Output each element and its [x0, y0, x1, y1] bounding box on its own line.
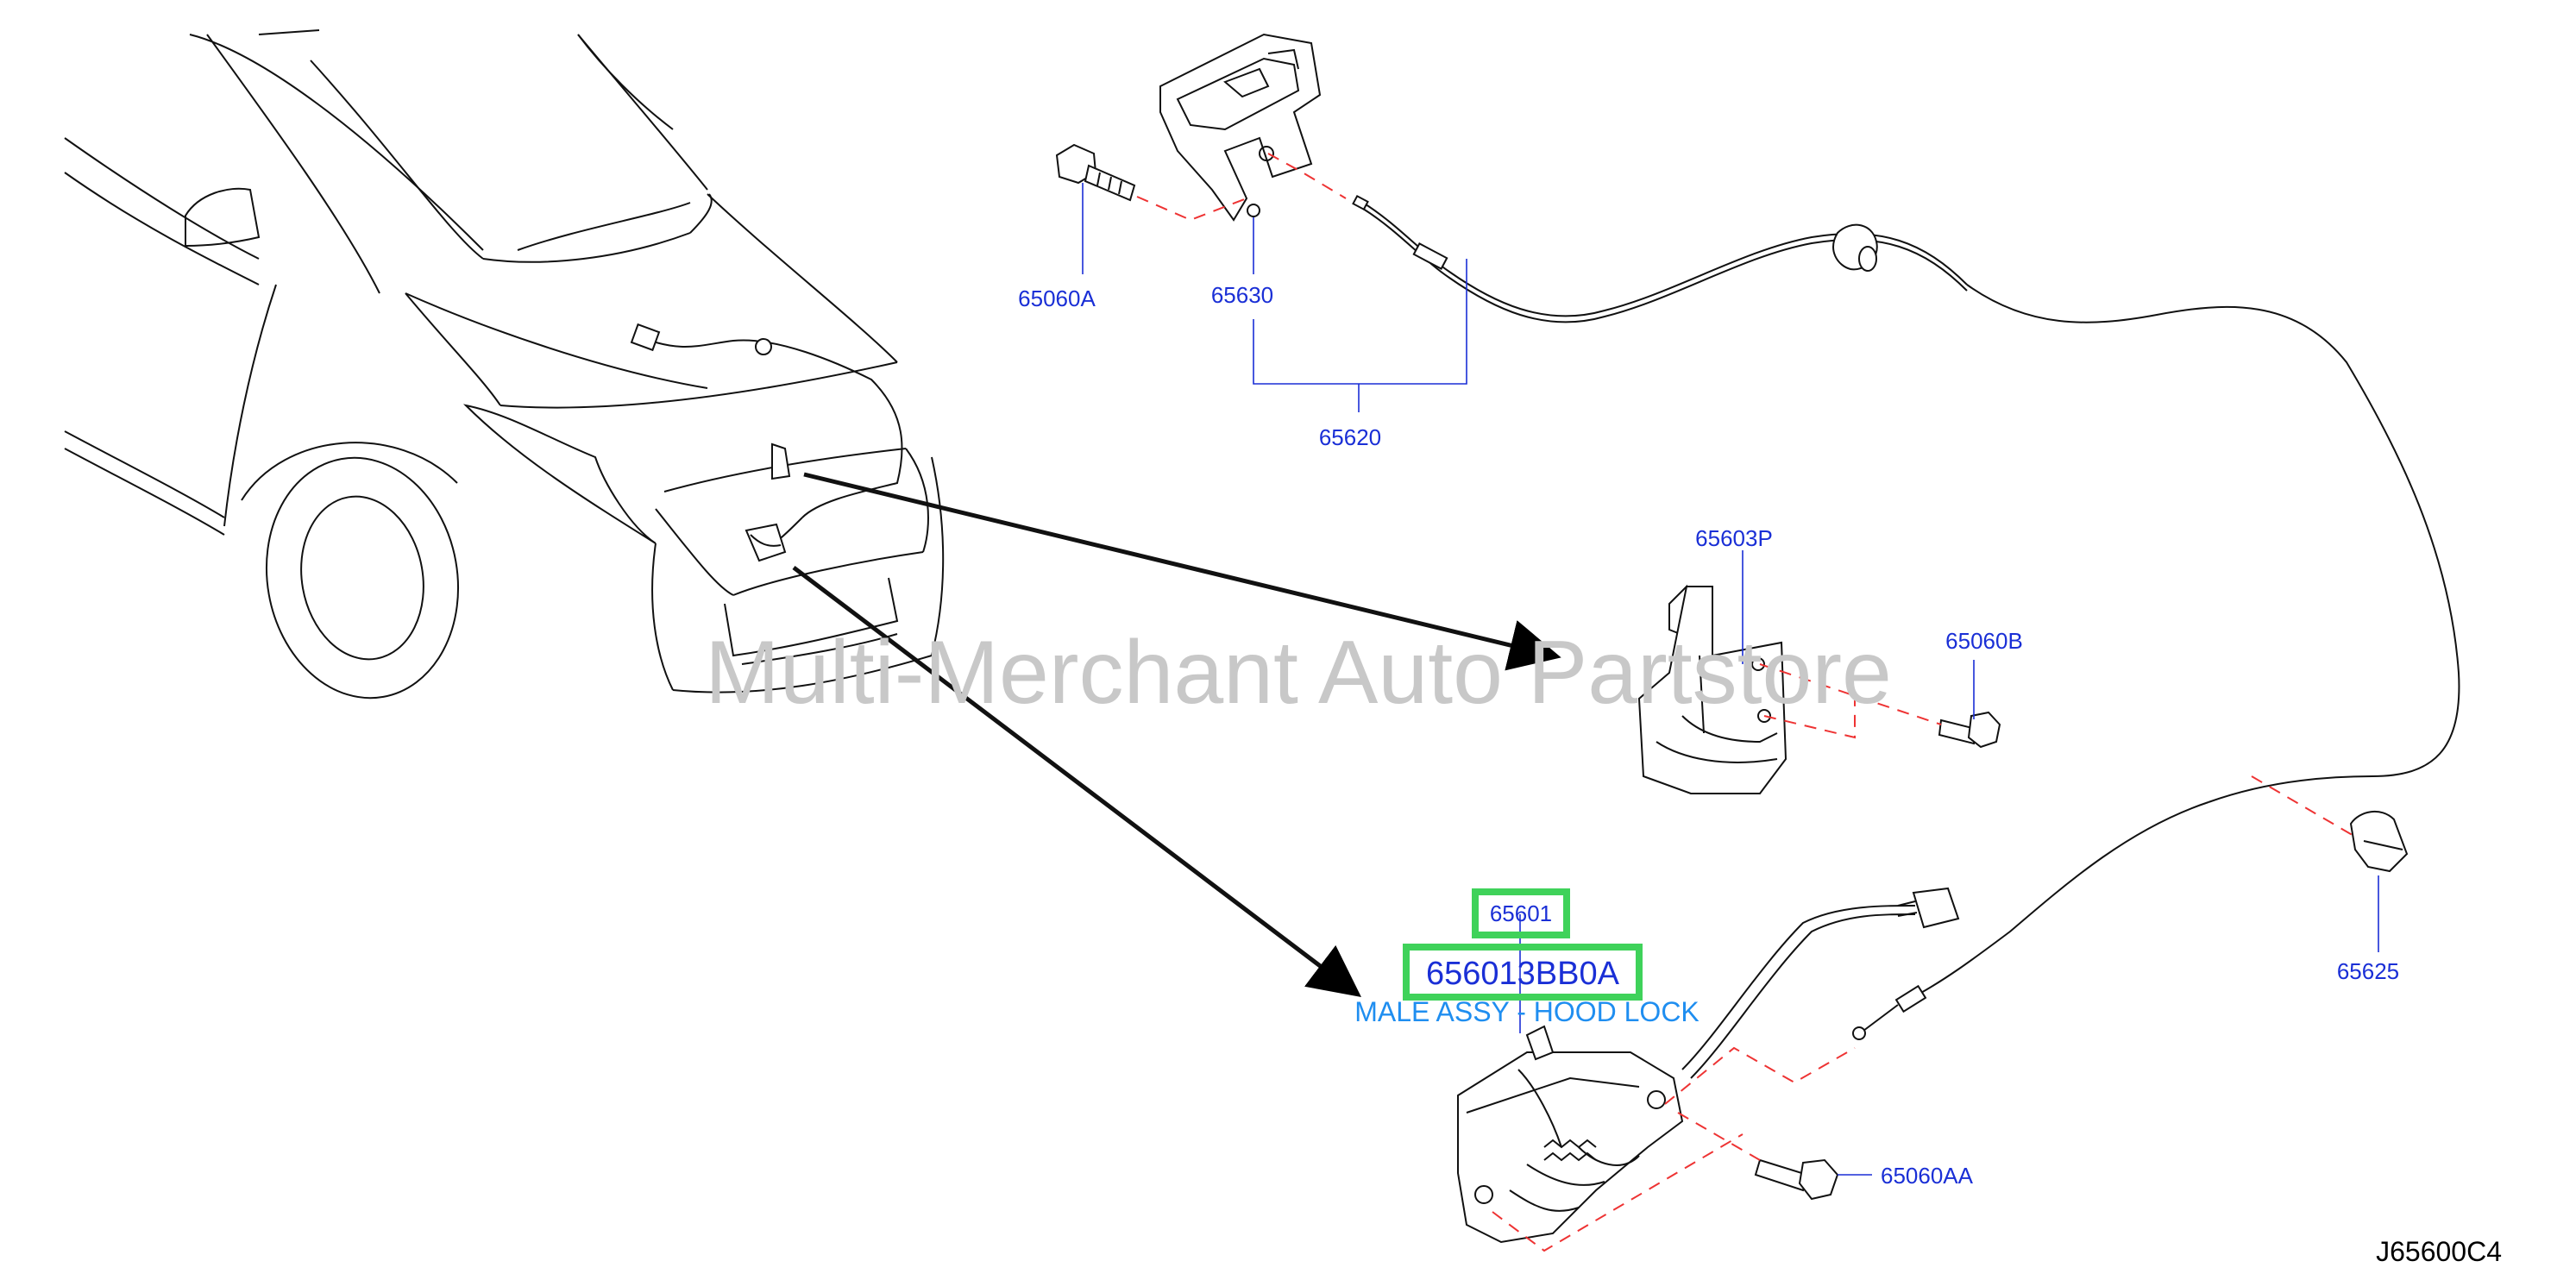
hood-release-cable	[1352, 194, 2460, 1040]
watermark: Multi-Merchant Auto Partstore	[705, 623, 1892, 723]
label-65601[interactable]: 65601	[1490, 900, 1552, 926]
label-65060aa: 65060AA	[1881, 1163, 1974, 1189]
diagram-code: J65600C4	[2376, 1236, 2502, 1267]
bolt-65060a	[1055, 143, 1136, 202]
part-description: MALE ASSY - HOOD LOCK	[1354, 996, 1700, 1027]
label-65603p: 65603P	[1695, 525, 1773, 551]
highlight-box-part-number	[1403, 944, 1643, 1001]
label-65060a: 65060A	[1018, 285, 1096, 311]
cable-clip-65625	[2349, 810, 2409, 873]
arrow-to-hood-lock	[792, 566, 1361, 998]
label-65060b: 65060B	[1945, 628, 2023, 654]
leader-lines	[1082, 183, 2379, 1176]
highlight-box-65601	[1472, 888, 1570, 938]
hood-lock-assembly	[1457, 887, 1960, 1244]
arrow-to-striker	[803, 472, 1561, 671]
label-65625: 65625	[2337, 958, 2399, 984]
bolt-65060b	[1938, 711, 2001, 749]
hood-lock-support-bracket	[1637, 584, 1787, 794]
bolt-65060aa	[1754, 1158, 1839, 1201]
dashed-connection-lines	[1136, 153, 2356, 1252]
highlight-part-number[interactable]: 656013BB0A	[1426, 956, 1620, 992]
label-65630: 65630	[1211, 282, 1273, 308]
label-65620: 65620	[1319, 424, 1381, 450]
car-front-illustration	[64, 29, 945, 700]
hood-release-handle	[1159, 33, 1322, 222]
